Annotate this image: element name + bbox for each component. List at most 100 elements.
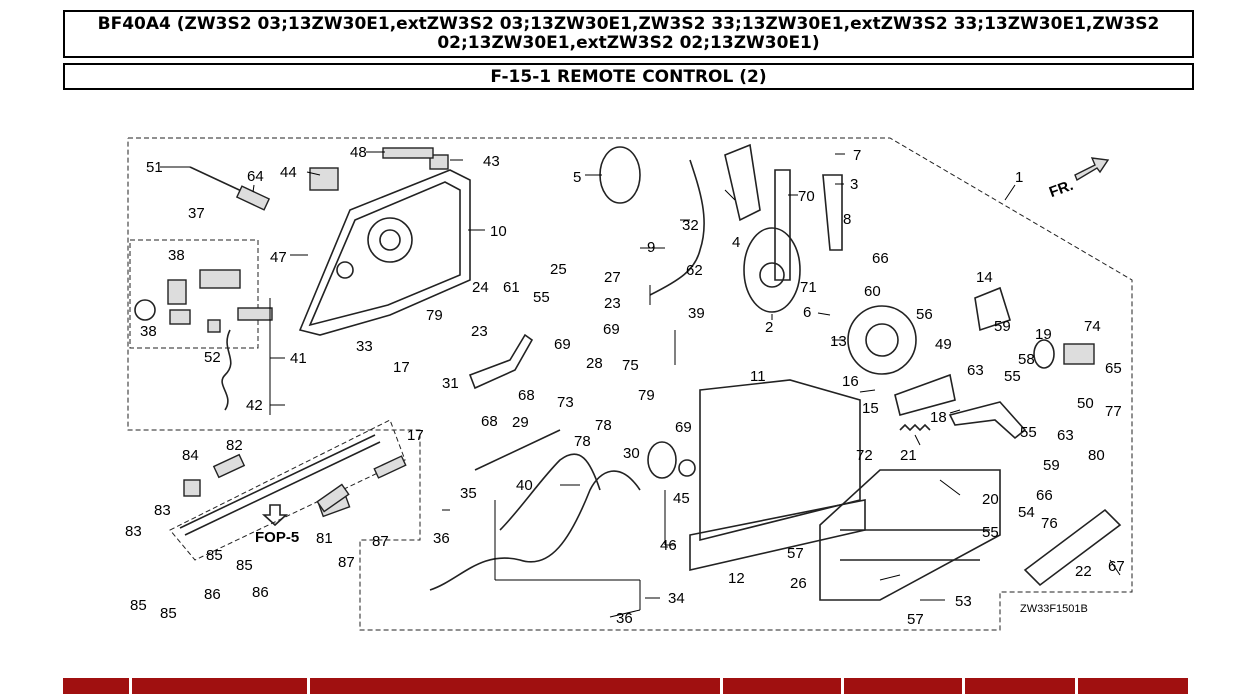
callout-52: 52	[204, 349, 221, 366]
spring-part	[899, 423, 931, 432]
switch-part	[309, 167, 339, 191]
callout-69b: 69	[603, 321, 620, 338]
callout-79b: 79	[638, 387, 655, 404]
callout-17a: 17	[393, 359, 410, 376]
friction-plate	[974, 286, 1011, 332]
callout-57b: 57	[907, 611, 924, 628]
callout-26: 26	[790, 575, 807, 592]
callout-30: 30	[623, 445, 640, 462]
callout-51: 51	[146, 159, 163, 176]
callout-44: 44	[280, 164, 297, 181]
callout-82: 82	[226, 437, 243, 454]
shaft-part	[474, 429, 561, 471]
section-title-box: F-15-1 REMOTE CONTROL (2)	[63, 63, 1194, 90]
callout-35: 35	[460, 485, 477, 502]
table-header-cell	[63, 678, 129, 694]
cable-joint-part	[373, 455, 407, 479]
side-plate	[699, 379, 861, 542]
table-header-cell	[310, 678, 720, 694]
callout-36b: 36	[616, 610, 633, 627]
callout-45: 45	[673, 490, 690, 507]
callout-13: 13	[830, 333, 847, 350]
callout-48: 48	[350, 144, 367, 161]
cable-group-box	[169, 419, 406, 561]
callout-68a: 68	[518, 387, 535, 404]
callout-69a: 69	[554, 336, 571, 353]
callout-85b: 85	[236, 557, 253, 574]
callout-59b: 59	[1043, 457, 1060, 474]
callout-69c: 69	[675, 419, 692, 436]
callout-78b: 78	[574, 433, 591, 450]
key-part	[169, 309, 191, 325]
callout-66a: 66	[872, 250, 889, 267]
callout-21: 21	[900, 447, 917, 464]
parts-table-header	[63, 678, 1194, 694]
callout-15: 15	[862, 400, 879, 417]
callout-60: 60	[864, 283, 881, 300]
callout-40: 40	[516, 477, 533, 494]
callout-66b: 66	[1036, 487, 1053, 504]
callout-24: 24	[472, 279, 489, 296]
shift-cable	[184, 441, 381, 536]
callout-2: 2	[765, 319, 773, 336]
callout-58: 58	[1018, 351, 1035, 368]
base-plate	[689, 499, 866, 572]
callout-77: 77	[1105, 403, 1122, 420]
callout-87b: 87	[372, 533, 389, 550]
switch-knob	[678, 459, 696, 477]
front-direction-arrow	[1074, 157, 1110, 182]
leader-lines	[160, 151, 1121, 618]
bracket-part	[822, 174, 843, 251]
callout-84: 84	[182, 447, 199, 464]
throttle-lever	[1023, 508, 1122, 587]
callout-16: 16	[842, 373, 859, 390]
main-wire-harness	[429, 470, 641, 591]
neutral-switch-harness	[649, 159, 705, 296]
callout-14: 14	[976, 269, 993, 286]
fop-reference-label: FOP-5	[255, 529, 299, 546]
callout-80: 80	[1088, 447, 1105, 464]
side-cover	[819, 469, 1001, 601]
emergency-stop-switch	[237, 307, 273, 321]
throttle-cable	[179, 434, 376, 529]
clip-part	[212, 453, 246, 479]
callout-47: 47	[270, 249, 287, 266]
callout-72: 72	[856, 447, 873, 464]
callout-57a: 57	[787, 545, 804, 562]
callout-4: 4	[732, 234, 740, 251]
callout-85d: 85	[160, 605, 177, 622]
o-ring-part	[134, 299, 156, 321]
lanyard-cord	[221, 329, 232, 411]
callout-76: 76	[1041, 515, 1058, 532]
callout-33: 33	[356, 338, 373, 355]
detent-plate	[894, 373, 956, 416]
callout-56: 56	[916, 306, 933, 323]
model-title-line2: 02;13ZW30E1,extZW3S2 02;13ZW30E1)	[437, 33, 820, 53]
illustration-code: ZW33F1501B	[1020, 603, 1088, 615]
callout-62: 62	[686, 262, 703, 279]
table-header-cell	[723, 678, 841, 694]
assembly-boundary	[127, 137, 1133, 631]
callout-6: 6	[803, 304, 811, 321]
callout-65: 65	[1105, 360, 1122, 377]
lever-arm	[948, 401, 1027, 440]
callout-78a: 78	[595, 417, 612, 434]
grommet-ring	[599, 146, 641, 204]
callout-36a: 36	[433, 530, 450, 547]
callout-25: 25	[550, 261, 567, 278]
callout-1: 1	[1015, 169, 1023, 186]
table-header-cell	[1078, 678, 1188, 694]
harness-branch	[499, 453, 601, 531]
model-title-box: BF40A4 (ZW3S2 03;13ZW30E1,extZW3S2 03;13…	[63, 10, 1194, 58]
callout-34: 34	[668, 590, 685, 607]
callout-71: 71	[800, 279, 817, 296]
callout-81: 81	[316, 530, 333, 547]
callout-87a: 87	[338, 554, 355, 571]
callout-83b: 83	[125, 523, 142, 540]
lever-plate	[1063, 343, 1095, 365]
callout-75: 75	[622, 357, 639, 374]
callout-22: 22	[1075, 563, 1092, 580]
callout-38a: 38	[168, 247, 185, 264]
callout-38b: 38	[140, 323, 157, 340]
callout-12: 12	[728, 570, 745, 587]
